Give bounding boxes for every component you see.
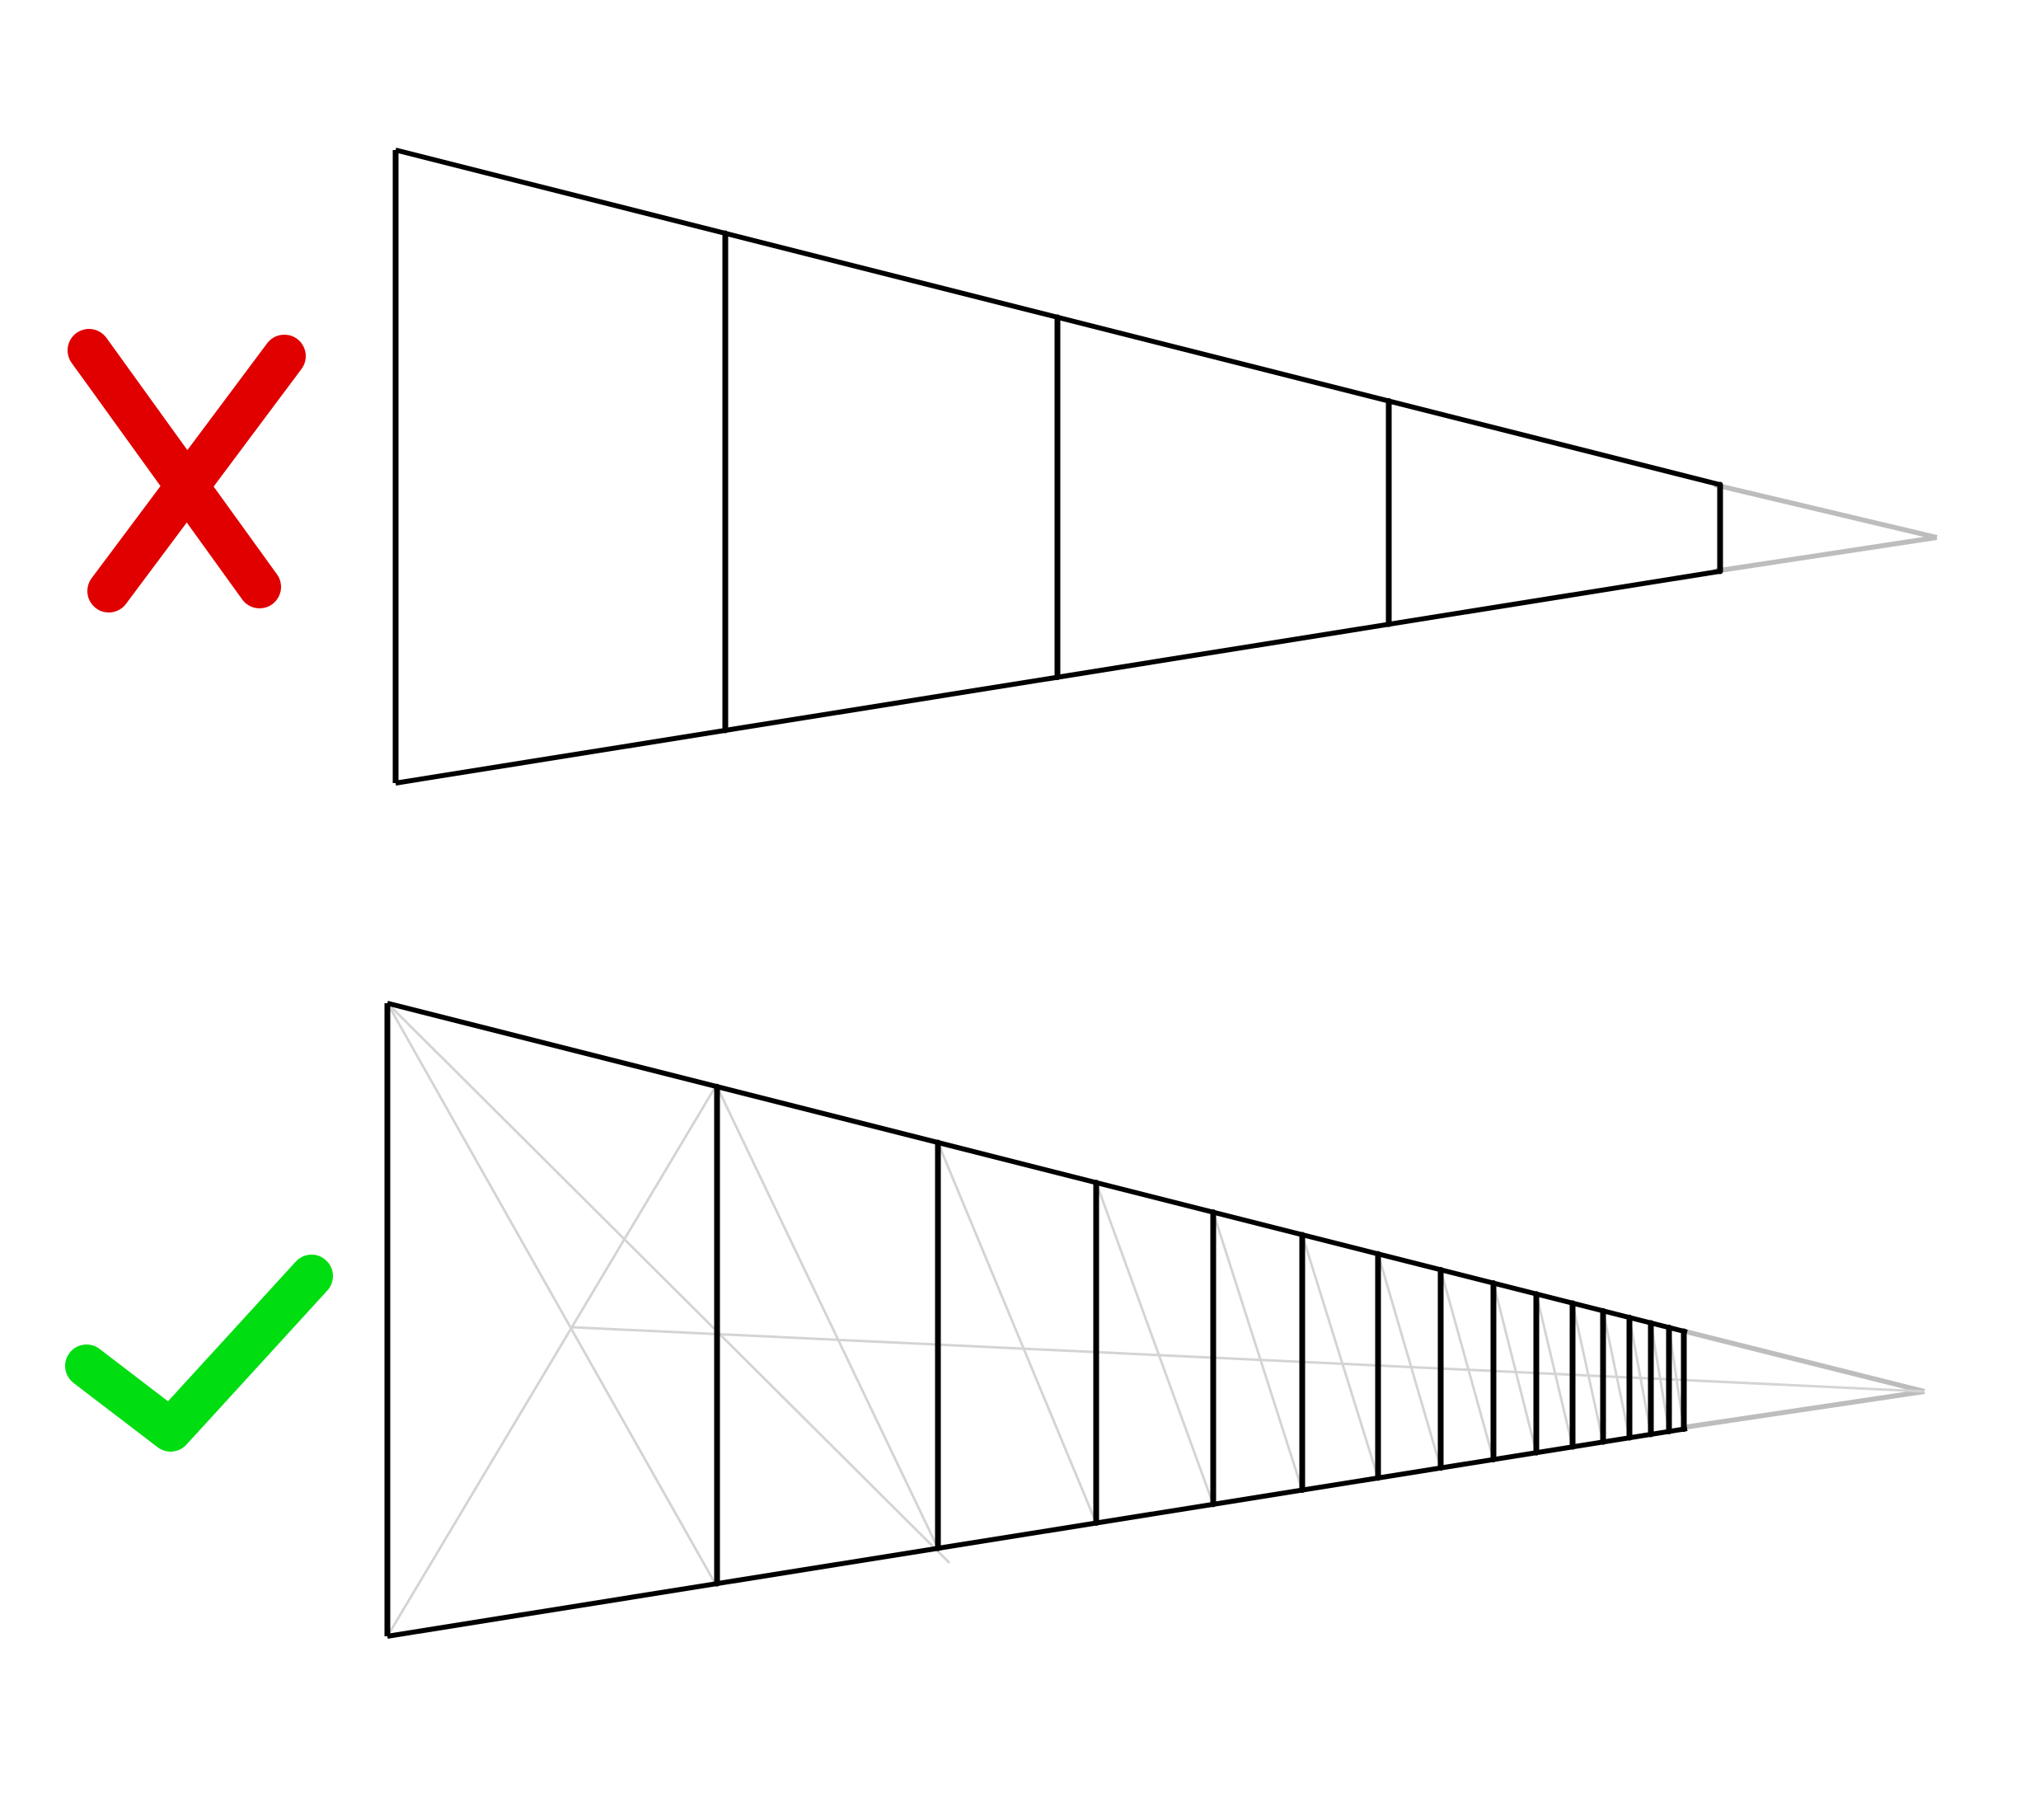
cell-diagonal-3 bbox=[1095, 1181, 1215, 1506]
check-icon-stroke bbox=[65, 1255, 333, 1452]
wrong-example bbox=[68, 148, 1938, 786]
center-line bbox=[570, 1326, 1925, 1393]
cell-diagonal-2 bbox=[936, 1141, 1098, 1525]
construction-guides bbox=[386, 1002, 1925, 1637]
cell-diagonal-4 bbox=[1212, 1211, 1304, 1492]
cell-diagonal-8 bbox=[1492, 1282, 1538, 1454]
wrong-dividers bbox=[722, 230, 1723, 734]
correct-outline bbox=[384, 1001, 1688, 1639]
correct-bottom-edge bbox=[387, 1426, 1688, 1639]
vanishing-guide-bottom bbox=[1713, 535, 1938, 574]
cell-diagonal-6 bbox=[1376, 1252, 1442, 1470]
cell-diagonal-7 bbox=[1439, 1268, 1495, 1462]
check-icon bbox=[65, 1255, 333, 1452]
correct-top-edge bbox=[387, 1001, 1688, 1335]
correct-example bbox=[65, 1001, 1925, 1639]
first-cell-diagonal-up bbox=[386, 1083, 719, 1637]
first-cell-diagonal-down bbox=[386, 1002, 719, 1588]
cell-diagonal-12 bbox=[1628, 1316, 1653, 1436]
cell-diagonal-11 bbox=[1601, 1309, 1631, 1439]
cross-icon-stroke-2 bbox=[87, 335, 306, 612]
vanishing-guide-top bbox=[1681, 1328, 1925, 1394]
vanishing-guide-bottom bbox=[1681, 1389, 1925, 1430]
correct-dividers bbox=[714, 1083, 1687, 1587]
correct-vanishing-guides bbox=[1681, 1328, 1925, 1430]
cell-diagonal-9 bbox=[1535, 1293, 1574, 1448]
cell-diagonal-1 bbox=[715, 1085, 940, 1550]
long-diagonal bbox=[386, 1002, 951, 1565]
cell-diagonal-10 bbox=[1571, 1302, 1605, 1443]
wrong-vanishing-guides bbox=[1713, 482, 1938, 574]
cross-icon bbox=[68, 329, 306, 612]
cell-diagonal-5 bbox=[1301, 1233, 1380, 1480]
vanishing-guide-top bbox=[1713, 482, 1938, 540]
cell-diagonal-13 bbox=[1649, 1321, 1671, 1434]
cell-diagonals bbox=[715, 1085, 1685, 1550]
